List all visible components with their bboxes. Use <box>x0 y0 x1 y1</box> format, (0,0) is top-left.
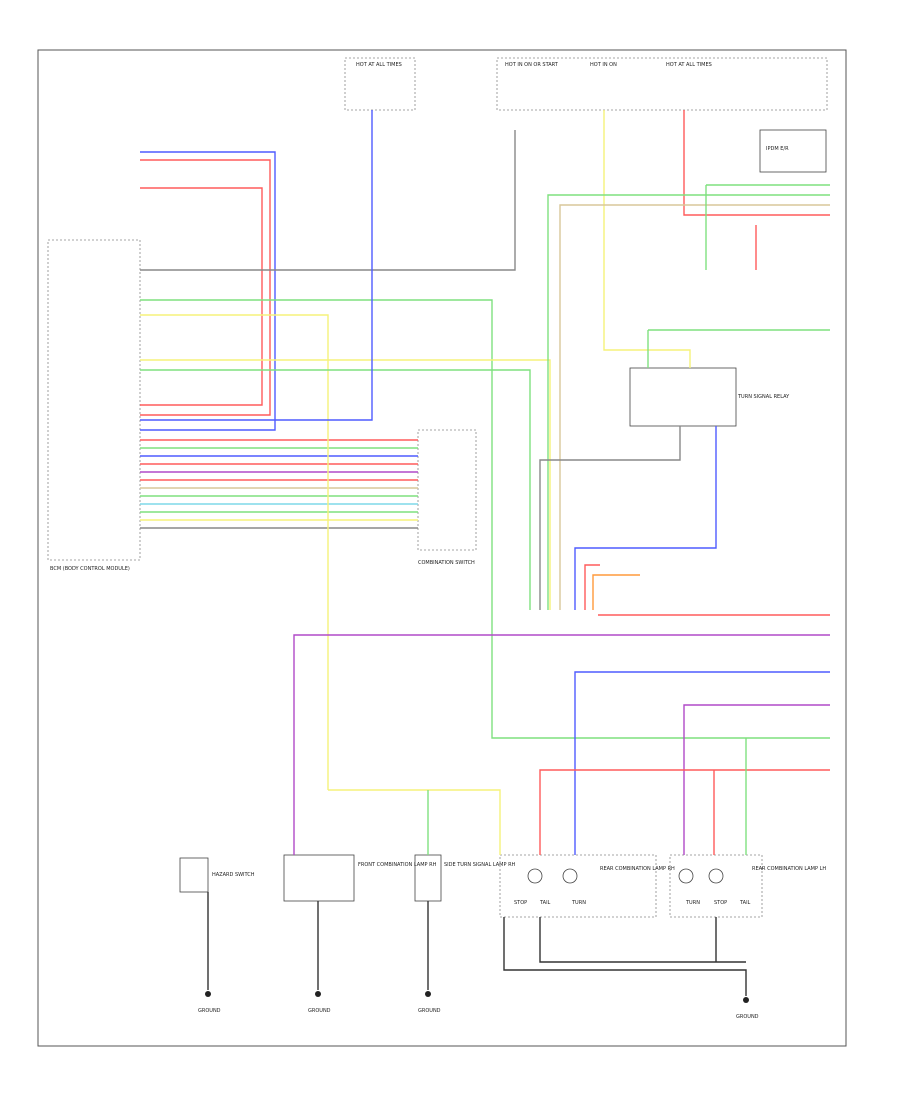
ground-symbol-1: GROUND <box>198 991 221 1014</box>
svg-text:GROUND: GROUND <box>198 1008 221 1014</box>
wire-gray <box>140 130 516 271</box>
wire-red <box>140 159 271 416</box>
ecm-box <box>759 129 827 173</box>
wire-red <box>140 187 263 406</box>
top-supply-fuse-block: HOT IN ON OR START HOT IN ON HOT AT ALL … <box>496 57 828 111</box>
front-combination-lamp: FRONT COMBINATION LAMP RH <box>283 854 437 902</box>
rear-combination-lh-label: REAR COMBINATION LAMP LH <box>752 866 826 872</box>
ground-symbol-4: GROUND <box>736 997 759 1020</box>
supply-label-2: HOT IN ON OR START <box>505 62 559 68</box>
connector-label-4: TURN <box>685 900 700 906</box>
wire-blue <box>140 151 276 431</box>
ecm-label: IPDM E/R <box>766 146 789 152</box>
wire-black <box>503 917 747 996</box>
wire-group <box>140 110 830 996</box>
wire-red <box>539 769 830 855</box>
rear-combination-lamp-lh: REAR COMBINATION LAMP LH TURN STOP TAIL <box>669 854 826 918</box>
connector-label-1: STOP <box>514 900 527 906</box>
connector-label-3: TURN <box>571 900 586 906</box>
wire-purple <box>683 704 830 855</box>
top-supply-ecm: HOT AT ALL TIMES <box>344 57 416 111</box>
wire-yellow <box>140 314 329 790</box>
combination-switch-label: COMBINATION SWITCH <box>418 560 475 566</box>
diagram-frame <box>37 49 847 1047</box>
rear-combination-rh-label: REAR COMBINATION LAMP RH <box>600 866 675 872</box>
connector-label-6: TAIL <box>739 900 751 906</box>
wire-blue <box>574 426 717 610</box>
ground-symbol-3: GROUND <box>418 991 441 1014</box>
connector-label-5: STOP <box>714 900 727 906</box>
ground-symbol-2: GROUND <box>308 991 331 1014</box>
connector-label-2: TAIL <box>539 900 551 906</box>
combination-switch-box <box>417 429 477 551</box>
wire-red <box>683 110 830 216</box>
turn-signal-relay-box <box>629 367 737 427</box>
wire-green <box>140 369 531 610</box>
supply-label-4: HOT AT ALL TIMES <box>666 62 712 68</box>
bcm-box <box>47 239 141 561</box>
wire-gray <box>539 426 681 610</box>
rear-combination-lamp-rh: REAR COMBINATION LAMP RH STOP TAIL TURN <box>499 854 675 918</box>
front-combination-label: FRONT COMBINATION LAMP RH <box>358 862 437 868</box>
wire-yellow <box>603 110 691 368</box>
wire-blue <box>140 110 373 421</box>
bcm-label: BCM (BODY CONTROL MODULE) <box>50 566 130 572</box>
turn-signal-relay-label: TURN SIGNAL RELAY <box>737 394 790 400</box>
side-turn-label: SIDE TURN SIGNAL LAMP RH <box>444 862 516 868</box>
wire-black <box>539 917 746 963</box>
wire-red <box>584 564 600 610</box>
supply-label-1: HOT AT ALL TIMES <box>356 62 402 68</box>
wire-blue <box>574 671 830 855</box>
wire-orange <box>592 574 640 610</box>
svg-text:GROUND: GROUND <box>418 1008 441 1014</box>
wire-yellow <box>140 359 551 610</box>
hazard-switch: HAZARD SWITCH <box>179 857 255 893</box>
wire-yellow <box>328 789 501 855</box>
svg-text:GROUND: GROUND <box>308 1008 331 1014</box>
supply-label-3: HOT IN ON <box>590 62 617 68</box>
wire-purple <box>293 634 830 855</box>
hazard-switch-label: HAZARD SWITCH <box>212 872 255 878</box>
wire-green <box>547 194 830 610</box>
wire-tan <box>559 204 830 610</box>
svg-text:GROUND: GROUND <box>736 1014 759 1020</box>
wire-green <box>140 299 830 739</box>
